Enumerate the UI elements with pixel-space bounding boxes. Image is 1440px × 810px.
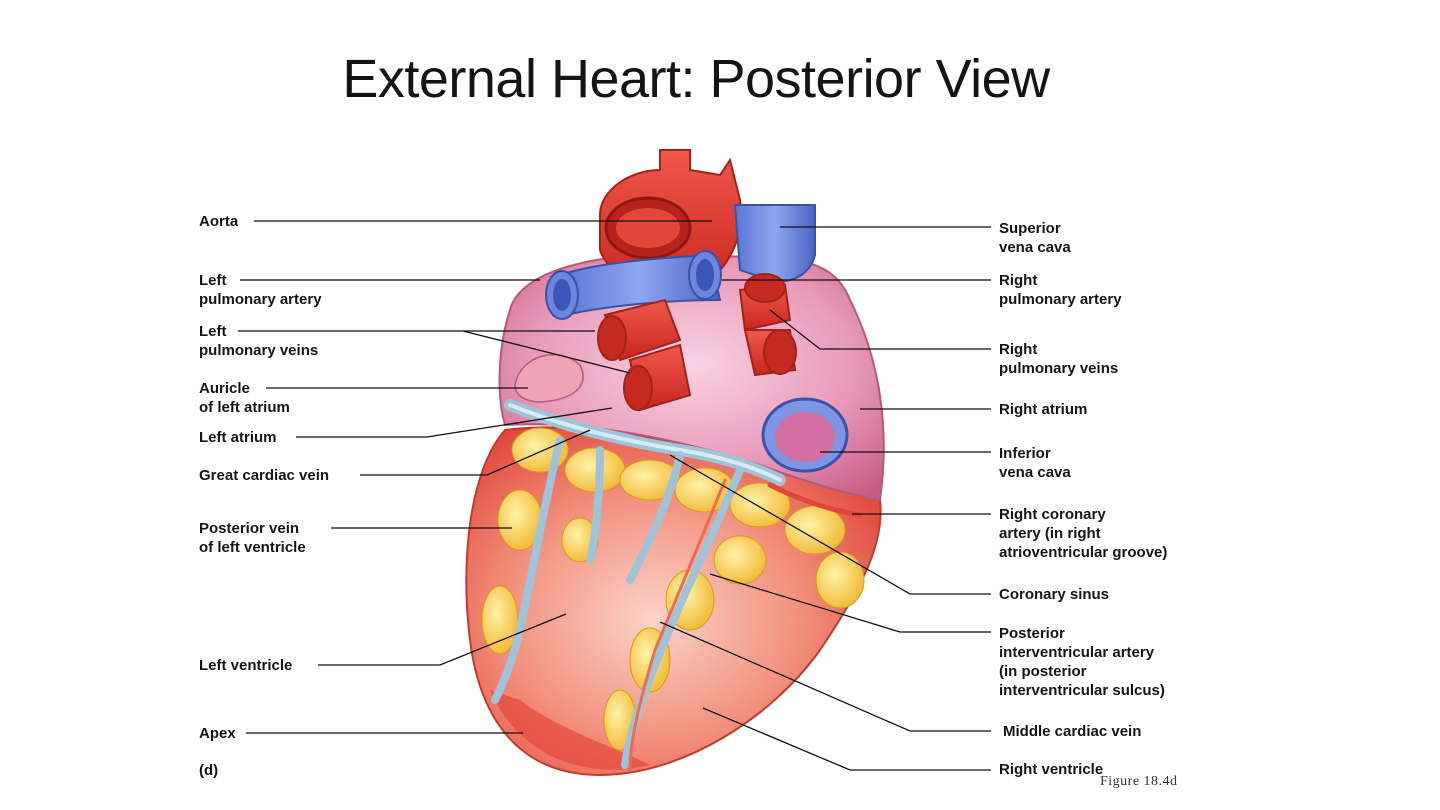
coronary-artery — [767, 482, 863, 518]
label-coronary-sinus: Coronary sinus — [999, 586, 1110, 603]
label-left-pulmonary-veins: Left pulmonary veins — [199, 323, 319, 359]
label-middle-cardiac-vein: Middle cardiac vein — [1003, 723, 1142, 740]
label-posterior-interventricular-artery: Posterior interventricular artery (in po… — [999, 625, 1165, 699]
leader-lines — [238, 220, 991, 771]
apex-shading — [490, 690, 650, 770]
label-right-pulmonary-veins: Right pulmonary veins — [999, 341, 1119, 377]
label-inferior-vena-cava: Inferior vena cava — [999, 445, 1071, 481]
pulmonary-artery-vessel — [558, 253, 722, 317]
superior-vena-cava-vessel — [733, 204, 816, 283]
label-auricle-left-atrium: Auricle of left atrium — [199, 380, 290, 416]
slide-title: External Heart: Posterior View — [342, 49, 1050, 109]
pulmonary-veins — [597, 273, 797, 412]
label-posterior-vein-lv: Posterior vein of left ventricle — [199, 520, 306, 556]
auricle-shape — [514, 354, 584, 403]
figure-number: Figure 18.4d — [1100, 774, 1178, 789]
label-superior-vena-cava: Superior vena cava — [999, 220, 1071, 256]
label-left-pulmonary-artery: Left pulmonary artery — [199, 272, 322, 308]
label-great-cardiac-vein: Great cardiac vein — [199, 467, 330, 484]
label-apex: Apex — [199, 725, 236, 742]
label-left-atrium: Left atrium — [199, 429, 277, 446]
label-left-ventricle: Left ventricle — [199, 657, 293, 674]
label-right-ventricle: Right ventricle — [999, 761, 1104, 778]
coronary-veins — [491, 436, 744, 769]
panel-letter: (d) — [199, 762, 219, 779]
label-aorta: Aorta — [199, 213, 239, 230]
label-right-atrium: Right atrium — [999, 401, 1088, 418]
label-right-pulmonary-artery: Right pulmonary artery — [999, 272, 1122, 308]
label-right-coronary-artery: Right coronary artery (in right atrioven… — [999, 506, 1168, 561]
